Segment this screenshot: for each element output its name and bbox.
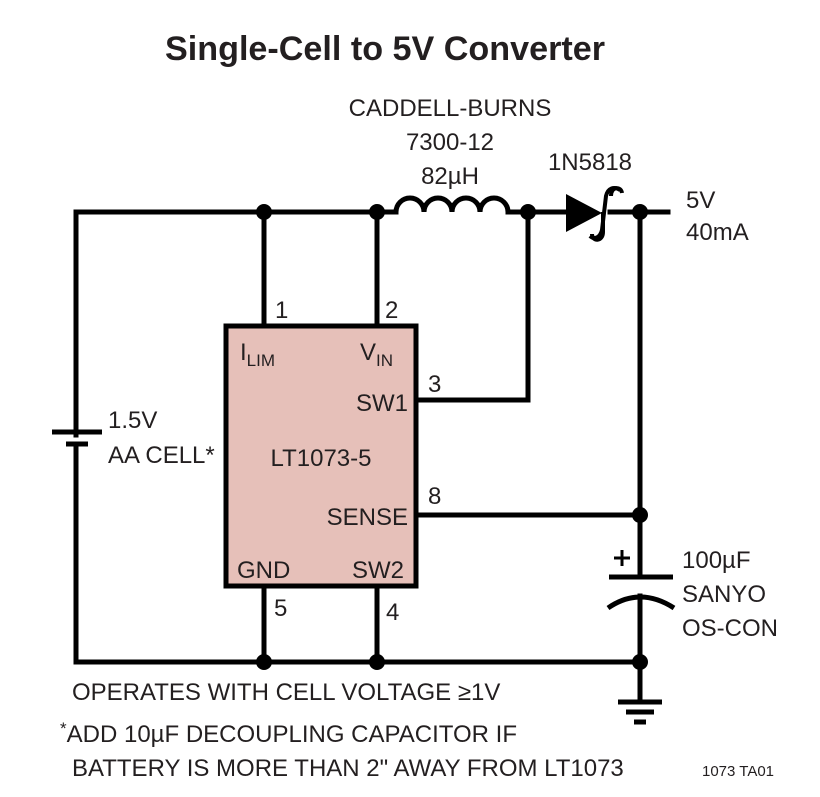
capacitor-type-label: OS-CON (682, 615, 778, 642)
junction-dot (256, 654, 272, 670)
pin-ilim-name: ILIM (240, 339, 275, 370)
battery-symbol (52, 429, 102, 447)
pin-vin-name: VIN (360, 339, 393, 370)
output-current-label: 40mA (686, 219, 749, 246)
inductor-part-label: 7300-12 (406, 129, 494, 156)
junction-dot (632, 507, 648, 523)
junction-dot (256, 204, 272, 220)
junction-dot (632, 204, 648, 220)
capacitor-symbol (606, 550, 676, 665)
pin-sw2-name: SW2 (352, 557, 404, 584)
pin2-number: 2 (385, 297, 398, 324)
capacitor-manufacturer-label: SANYO (682, 581, 766, 608)
ground-rail-wire (73, 442, 643, 665)
pin3-number: 3 (428, 371, 441, 398)
schematic-title: Single-Cell to 5V Converter (165, 30, 605, 68)
output-voltage-label: 5V (686, 187, 715, 214)
pin-gnd-name: GND (237, 557, 290, 584)
battery-type-label: AA CELL* (108, 442, 215, 469)
inductor-symbol (393, 195, 511, 215)
pin-sw1-name: SW1 (356, 390, 408, 417)
schottky-diode-symbol (566, 186, 624, 242)
junction-dot (369, 654, 385, 670)
pin8-number: 8 (428, 483, 441, 510)
battery-voltage-label: 1.5V (108, 407, 157, 434)
note-footnote: *ADD 10µF DECOUPLING CAPACITOR IF (60, 719, 517, 748)
ic-part-label: LT1073-5 (271, 445, 372, 472)
note-battery-distance: BATTERY IS MORE THAN 2" AWAY FROM LT1073 (72, 755, 624, 782)
pin3-wire (415, 209, 531, 403)
pin4-number: 4 (386, 599, 399, 626)
capacitor-value-label: 100µF (682, 547, 751, 574)
inductor-manufacturer-label: CADDELL-BURNS (349, 95, 552, 122)
junction-dot (520, 204, 536, 220)
junction-dot (632, 654, 648, 670)
pin1-number: 1 (275, 297, 288, 324)
ic-body (223, 323, 419, 589)
pin-sense-name: SENSE (327, 504, 408, 531)
pin5-number: 5 (274, 595, 287, 622)
figure-id: 1073 TA01 (702, 763, 774, 780)
ground-symbol (618, 659, 662, 725)
junction-dot (369, 204, 385, 220)
diode-part-label: 1N5818 (548, 149, 632, 176)
note-operating-voltage: OPERATES WITH CELL VOLTAGE ≥1V (72, 679, 500, 706)
inductor-value-label: 82µH (421, 163, 479, 190)
